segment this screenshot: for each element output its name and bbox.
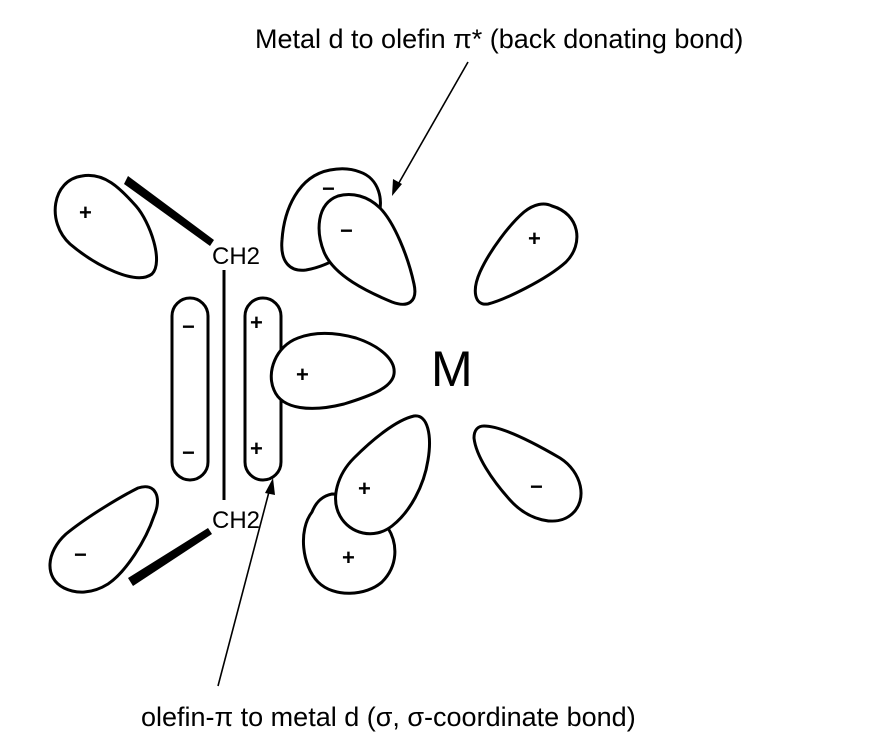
sigma-donation-arrow xyxy=(217,478,275,687)
upper-wedge-bond xyxy=(124,176,214,246)
svg-text:−: − xyxy=(182,440,195,465)
svg-text:−: − xyxy=(182,314,195,339)
metal-center-label: M xyxy=(431,341,473,397)
svg-text:+: + xyxy=(342,545,355,570)
pi-star-orbital-lower-front: + xyxy=(334,414,431,536)
lower-wedge-bond xyxy=(128,528,212,586)
lower-carbon-label: CH2 xyxy=(212,507,260,534)
svg-text:−: − xyxy=(322,176,335,201)
svg-text:+: + xyxy=(358,476,371,501)
metal-d-orbital-upper-right: + xyxy=(473,202,579,306)
pi-star-orbital-upper-front: − xyxy=(317,193,417,306)
olefin-pz-orbital-lower: − xyxy=(48,485,159,594)
upper-carbon-label: CH2 xyxy=(212,243,260,270)
olefin-pi-orbital-right-lobe: + + xyxy=(243,296,283,482)
svg-text:−: − xyxy=(340,218,353,243)
olefin-pz-orbital-upper: + xyxy=(53,173,158,280)
olefin-pi-orbital-left-lobe: − − xyxy=(170,296,210,482)
svg-text:−: − xyxy=(74,542,87,567)
svg-text:+: + xyxy=(79,200,92,225)
back-donation-label: Metal d to olefin π* (back donating bond… xyxy=(255,24,743,54)
svg-text:+: + xyxy=(250,436,263,461)
svg-text:+: + xyxy=(528,226,541,251)
svg-text:−: − xyxy=(530,474,543,499)
sigma-donation-label: olefin-π to metal d (σ, σ-coordinate bon… xyxy=(141,702,636,732)
metal-d-orbital-lower-right: − xyxy=(472,424,583,523)
svg-text:+: + xyxy=(296,362,309,387)
back-donation-arrow xyxy=(392,61,469,196)
svg-text:+: + xyxy=(250,310,263,335)
metal-sigma-orbital: + xyxy=(269,332,396,410)
